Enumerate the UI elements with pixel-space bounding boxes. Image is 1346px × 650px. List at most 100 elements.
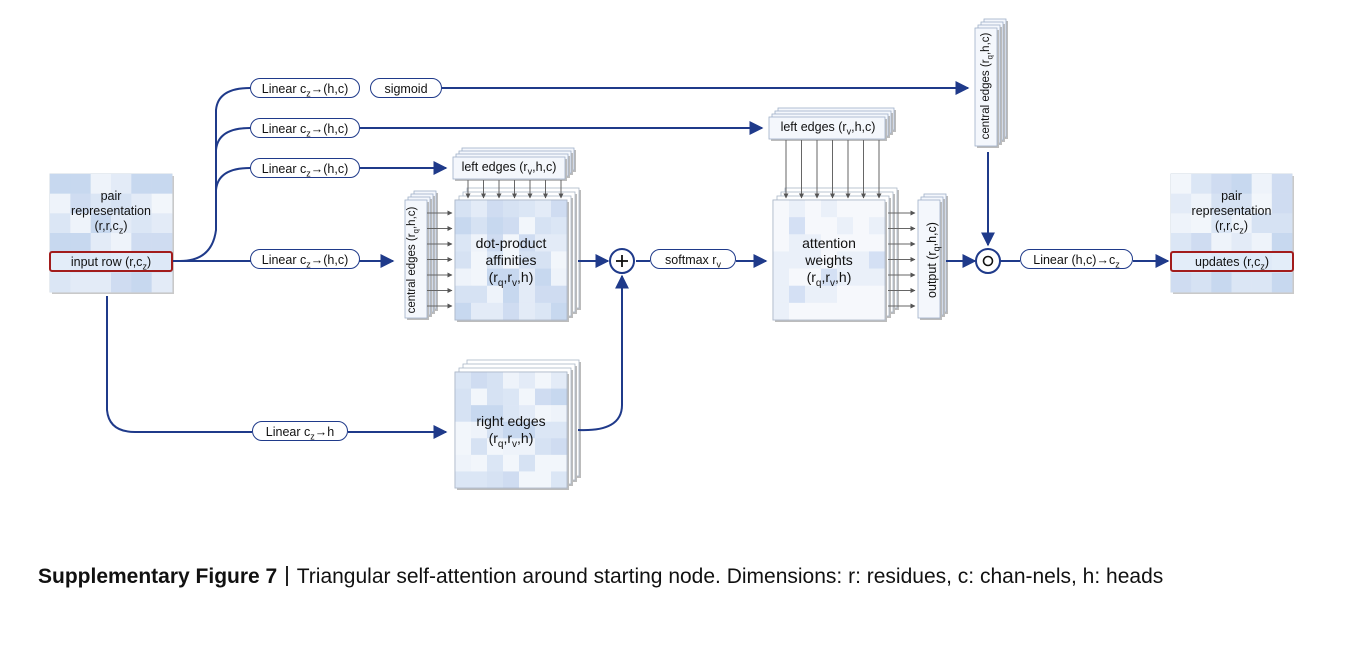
stack-cell xyxy=(503,372,520,389)
right-edges-line1: right edges xyxy=(476,413,546,429)
stack-cell xyxy=(773,268,790,287)
tile-cell xyxy=(111,213,132,234)
tile-cell xyxy=(90,272,112,293)
stack-cell xyxy=(805,217,822,235)
stack-cell xyxy=(487,251,504,269)
stack-cell xyxy=(821,251,838,269)
stack-cell xyxy=(535,471,552,489)
stack-cell xyxy=(821,200,838,218)
tile-cell xyxy=(1231,213,1252,234)
central-edges-stack-2 xyxy=(974,18,1008,148)
branch-trunk xyxy=(179,87,251,262)
tile-cell xyxy=(1171,213,1192,234)
stack-cell xyxy=(471,471,488,489)
attention-weights-stack xyxy=(772,187,899,322)
output-stack xyxy=(917,193,948,320)
tile-cell xyxy=(1171,272,1192,293)
stack-cell xyxy=(869,251,886,269)
stack-cell xyxy=(535,372,552,389)
stack-cell xyxy=(487,217,504,235)
stack-cell xyxy=(853,200,870,218)
tile-cell xyxy=(151,193,173,214)
stack-cell xyxy=(551,234,568,252)
stack-cell xyxy=(471,388,488,406)
dot-product-dims: (rq,rv,h) xyxy=(488,269,534,289)
left-edges-label-1: left edges (rv,h,c) xyxy=(461,160,557,177)
stack-cell xyxy=(837,268,854,287)
attention-text: attention weights (rq,rv,h) xyxy=(773,235,885,292)
stack-cell xyxy=(551,285,568,304)
tile-cell xyxy=(90,174,112,194)
stack-cell xyxy=(519,217,536,235)
stack-cell xyxy=(455,285,472,304)
stack-cell xyxy=(869,268,886,287)
stack-cell xyxy=(789,234,806,252)
stack-cell xyxy=(503,217,520,235)
stack-cell xyxy=(551,217,568,235)
tile-cell xyxy=(1191,213,1212,234)
stack-cell xyxy=(789,200,806,218)
stack-cell xyxy=(471,251,488,269)
stack-cell xyxy=(837,251,854,269)
stack-cell xyxy=(535,302,552,321)
stack-cell xyxy=(455,438,472,456)
tile-cell xyxy=(1191,193,1212,214)
stack-cell xyxy=(519,471,536,489)
stack-cell xyxy=(551,438,568,456)
tile-cell xyxy=(70,233,91,253)
stack-cell xyxy=(805,251,822,269)
stack-cell xyxy=(471,234,488,252)
stack-cell xyxy=(471,302,488,321)
stack-cell xyxy=(455,234,472,252)
tile-cell xyxy=(111,193,132,214)
stack-cell xyxy=(805,200,822,218)
stack-cell xyxy=(503,388,520,406)
tile-cell xyxy=(50,213,71,234)
pair-in-dims: (r,r,cz) xyxy=(94,219,128,236)
tile-cell xyxy=(131,193,152,214)
caption-text: Triangular self-attention around startin… xyxy=(296,565,1164,588)
stack-cell xyxy=(503,251,520,269)
stack-cell xyxy=(853,268,870,287)
tile-cell xyxy=(90,233,112,253)
linear-right-edges-pill: Linear cz→h xyxy=(252,421,348,442)
tile-cell xyxy=(1231,272,1252,293)
left-edges-stack-2 xyxy=(768,107,896,141)
stack-cell xyxy=(471,285,488,304)
tile-cell xyxy=(1191,272,1212,293)
stack-cell xyxy=(503,302,520,321)
stack-cell xyxy=(471,421,488,439)
stack-cell xyxy=(869,302,886,321)
attention-line1: attention xyxy=(802,235,856,251)
tile-cell xyxy=(111,233,132,253)
stack-cell xyxy=(535,200,552,218)
stack-cell xyxy=(789,251,806,269)
stack-cell xyxy=(837,234,854,252)
stack-cell xyxy=(869,285,886,304)
stack-cell xyxy=(535,251,552,269)
input-row-box: input row (r,cz) xyxy=(49,251,173,272)
stack-cell xyxy=(519,372,536,389)
stack-cell xyxy=(503,438,520,456)
caption-label: Supplementary Figure 7 xyxy=(38,565,278,588)
stack-cell xyxy=(837,217,854,235)
stack-cell xyxy=(853,251,870,269)
tile-cell xyxy=(151,174,173,194)
stack-cell xyxy=(487,234,504,252)
right-edges-text: right edges (rq,rv,h) xyxy=(455,413,567,453)
tile-cell xyxy=(50,193,71,214)
tile-cell xyxy=(131,213,152,234)
tile-cell xyxy=(1231,174,1252,194)
tile-cell xyxy=(1231,233,1252,253)
stack-cell xyxy=(535,454,552,472)
stack-cell xyxy=(853,285,870,304)
stack-cell xyxy=(773,302,790,321)
tile-cell xyxy=(90,193,112,214)
tile-cell xyxy=(131,174,152,194)
tile-cell xyxy=(1211,213,1232,234)
stack-cell xyxy=(535,388,552,406)
pair-in-title-line1: pair xyxy=(100,189,122,203)
stack-cell xyxy=(471,405,488,423)
stack-cell xyxy=(455,421,472,439)
tile-cell xyxy=(1211,174,1232,194)
